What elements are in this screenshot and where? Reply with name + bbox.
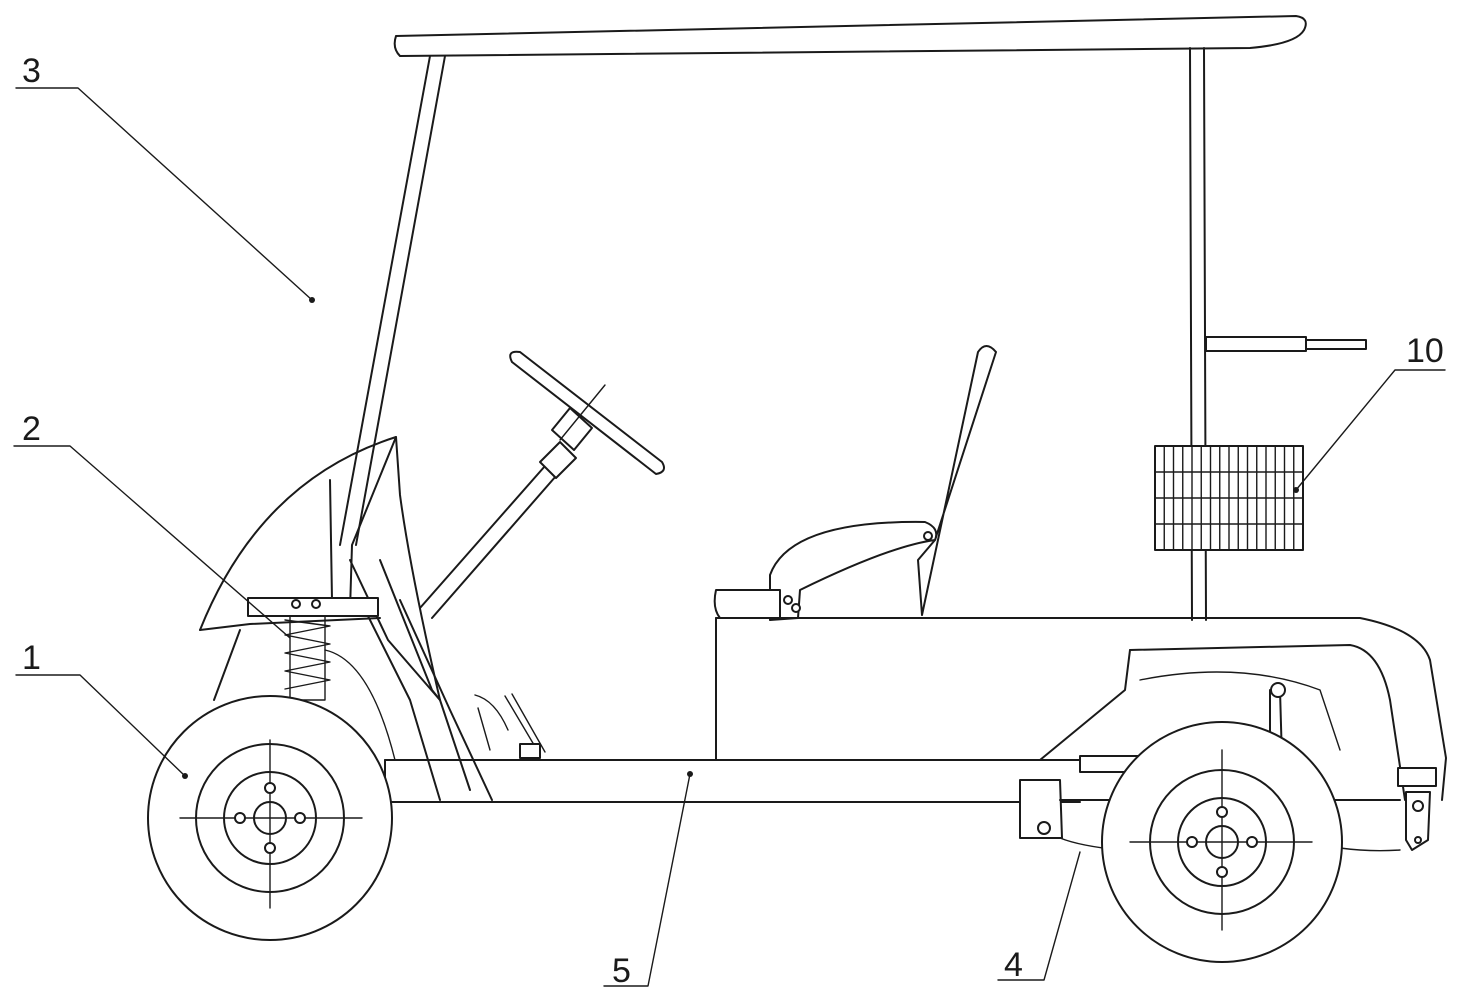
front-wheel (147, 695, 393, 941)
seat (713, 345, 997, 621)
rear-wheel (1101, 721, 1343, 963)
callout-label-2: 2 (22, 410, 41, 448)
front-cowl (199, 436, 471, 791)
callout-label-10: 10 (1406, 332, 1444, 370)
steering-assembly (419, 350, 665, 619)
front-frame-posts (359, 559, 493, 801)
callout-label-4: 4 (1004, 946, 1023, 984)
pedals (474, 693, 546, 759)
rear-basket (1154, 445, 1304, 551)
callout-leaders (13, 87, 1446, 987)
callout-label-3: 3 (22, 52, 41, 90)
roof-canopy (393, 15, 1307, 57)
callout-label-1: 1 (22, 639, 41, 677)
callout-label-5: 5 (612, 952, 631, 990)
front-roof-strut (339, 55, 446, 546)
seat-box (715, 617, 1447, 801)
front-suspension-spring (247, 597, 396, 761)
rear-bag-rod (1205, 336, 1367, 352)
